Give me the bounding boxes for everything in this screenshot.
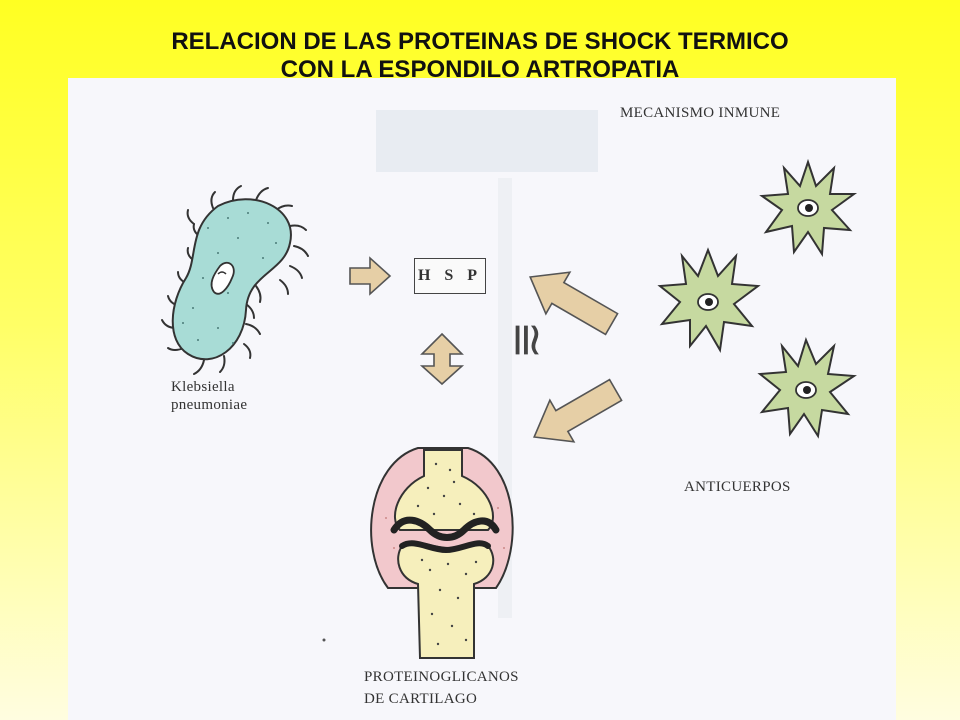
antibody-cell-bottom-icon xyxy=(757,337,857,439)
faded-patch xyxy=(376,110,598,172)
arrow-from-antibody-upper-icon xyxy=(529,271,619,336)
approx-equal-symbol: ≅ xyxy=(500,320,555,360)
hsp-label: H S P xyxy=(417,267,483,284)
diagram-canvas xyxy=(161,110,858,659)
cartilage-label-line-1: PROTEINOGLICANOS xyxy=(364,669,519,685)
antibody-cell-top-icon xyxy=(759,158,858,258)
stray-dot xyxy=(322,638,326,642)
klebsiella-bacterium-icon xyxy=(161,185,309,375)
arrow-to-hsp-icon xyxy=(349,256,392,296)
cartilage-label-line-2: DE CARTILAGO xyxy=(364,691,478,707)
bacteria-label: Klebsiella pneumoniae xyxy=(171,378,247,414)
double-arrow-icon xyxy=(419,332,465,386)
diagram-panel: MECANISMO INMUNE Klebsiella pneumoniae H… xyxy=(68,78,896,720)
hsp-box: H S P xyxy=(414,258,486,294)
joint-cartilage-icon xyxy=(370,447,514,659)
mechanism-label: MECANISMO INMUNE xyxy=(620,105,781,121)
cartilage-label: PROTEINOGLICANOS DE CARTILAGO xyxy=(364,666,519,710)
slide-title: RELACION DE LAS PROTEINAS DE SHOCK TERMI… xyxy=(0,28,960,84)
bacteria-label-line-2: pneumoniae xyxy=(171,397,248,413)
arrow-from-antibody-lower-icon xyxy=(533,378,623,443)
antibodies-label: ANTICUERPOS xyxy=(684,479,791,495)
antibody-cell-middle-icon xyxy=(657,247,761,353)
bacteria-label-line-1: Klebsiella xyxy=(171,379,235,395)
slide-title-line-1: RELACION DE LAS PROTEINAS DE SHOCK TERMI… xyxy=(171,28,789,55)
